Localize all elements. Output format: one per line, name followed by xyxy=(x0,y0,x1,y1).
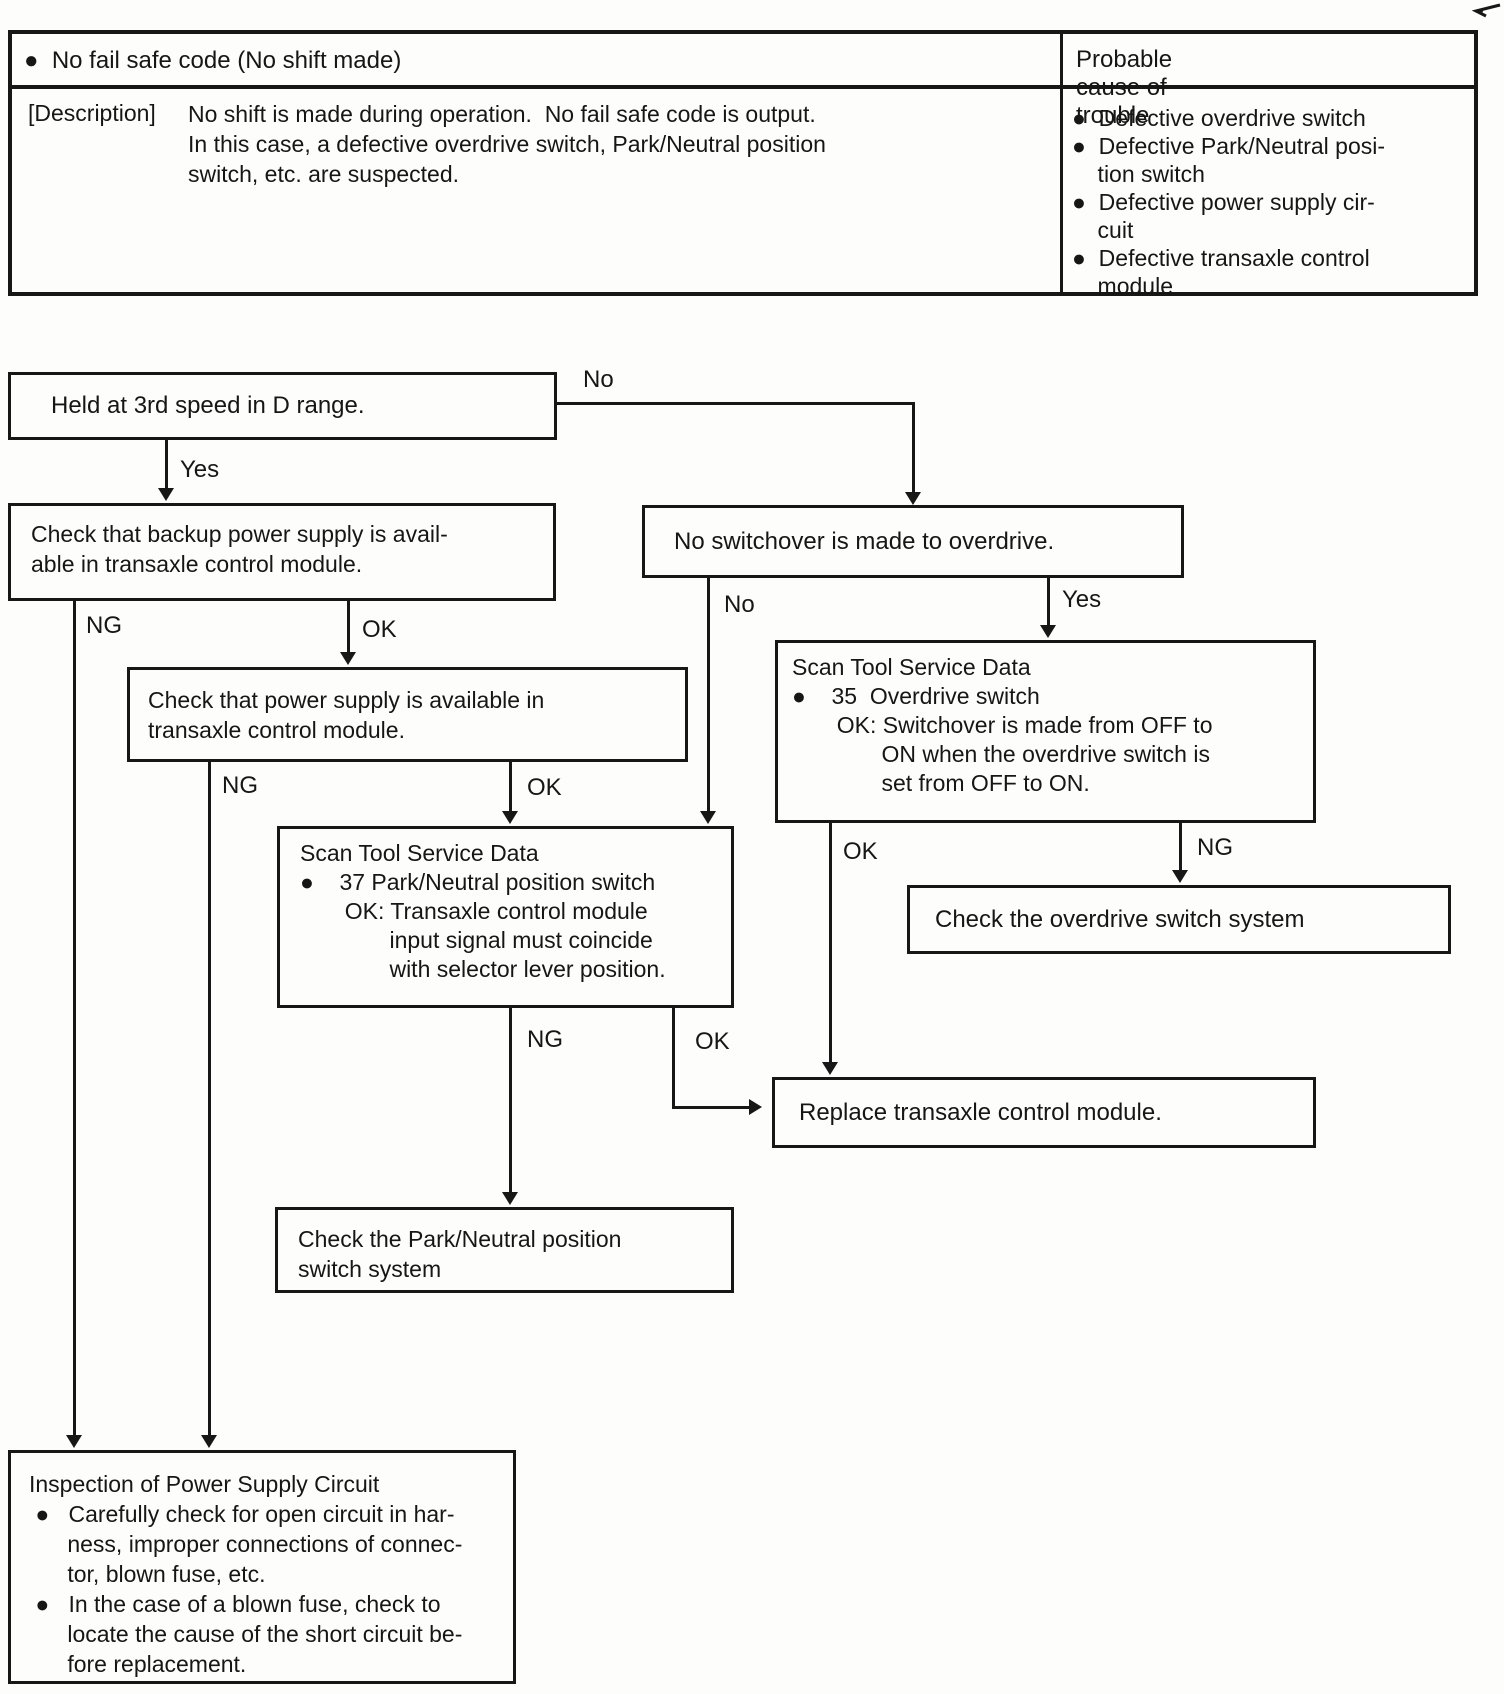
page-corner-mark xyxy=(1470,1,1502,19)
flow-box-inspection-power-supply: Inspection of Power Supply Circuit ● Car… xyxy=(8,1450,516,1684)
flow-box-scan-tool-37-text: Scan Tool Service Data ● 37 Park/Neutral… xyxy=(300,840,666,982)
flow-box-inspection-power-supply-text: Inspection of Power Supply Circuit ● Car… xyxy=(29,1471,463,1677)
arrowhead-held-yes xyxy=(158,488,174,501)
arrowhead-backup-ng xyxy=(66,1435,82,1448)
connector-held-no-v xyxy=(912,402,915,496)
flow-box-scan-tool-35-text: Scan Tool Service Data ● 35 Overdrive sw… xyxy=(792,654,1213,796)
arrowhead-power-ok xyxy=(502,811,518,824)
label-scan35-ng: NG xyxy=(1197,834,1233,861)
label-power-ok: OK xyxy=(527,774,562,801)
fault-title: ● No fail safe code (No shift made) xyxy=(24,47,402,74)
flow-box-backup-power-text: Check that backup power supply is avail-… xyxy=(31,521,448,577)
connector-power-ng xyxy=(208,762,211,1439)
flow-box-replace-module-text: Replace transaxle control module. xyxy=(799,1098,1162,1126)
arrowhead-held-no xyxy=(905,492,921,505)
arrowhead-power-ng xyxy=(201,1435,217,1448)
summary-table-column-divider xyxy=(1060,30,1063,296)
label-held-no: No xyxy=(583,366,614,393)
flow-box-backup-power: Check that backup power supply is avail-… xyxy=(8,503,556,601)
label-noswitch-no: No xyxy=(724,591,755,618)
connector-held-yes xyxy=(165,440,168,490)
flow-box-check-overdrive-switch-text: Check the overdrive switch system xyxy=(935,905,1305,933)
arrowhead-scan37-ng xyxy=(502,1192,518,1205)
label-scan35-ok: OK xyxy=(843,838,878,865)
connector-scan37-ok-v xyxy=(672,1008,675,1109)
flow-box-check-park-neutral-text: Check the Park/Neutral position switch s… xyxy=(298,1226,622,1282)
arrowhead-noswitch-no xyxy=(700,811,716,824)
label-backup-ok: OK xyxy=(362,616,397,643)
connector-held-no-h xyxy=(555,402,915,405)
description-label: [Description] xyxy=(28,100,156,126)
flow-box-power-supply-text: Check that power supply is available in … xyxy=(148,687,545,743)
label-backup-ng: NG xyxy=(86,612,122,639)
label-power-ng: NG xyxy=(222,772,258,799)
flow-box-check-overdrive-switch: Check the overdrive switch system xyxy=(907,885,1451,954)
description-text: No shift is made during operation. No fa… xyxy=(188,101,826,187)
label-held-yes: Yes xyxy=(180,456,220,483)
probable-cause-header: Probable cause of trouble xyxy=(1076,46,1173,129)
arrowhead-noswitch-yes xyxy=(1040,625,1056,638)
flow-box-check-park-neutral: Check the Park/Neutral position switch s… xyxy=(275,1207,734,1293)
connector-noswitch-yes xyxy=(1047,578,1050,630)
flow-box-power-supply: Check that power supply is available in … xyxy=(127,667,688,762)
flow-box-no-switchover: No switchover is made to overdrive. xyxy=(642,505,1184,578)
arrowhead-scan35-ok xyxy=(822,1062,838,1075)
arrowhead-scan37-ok xyxy=(749,1099,762,1115)
flow-box-held-3rd-speed: Held at 3rd speed in D range. xyxy=(8,372,557,440)
flow-box-scan-tool-35: Scan Tool Service Data ● 35 Overdrive sw… xyxy=(775,640,1316,823)
label-scan37-ok: OK xyxy=(695,1028,730,1055)
arrowhead-scan35-ng xyxy=(1172,870,1188,883)
label-scan37-ng: NG xyxy=(527,1026,563,1053)
connector-noswitch-no xyxy=(707,578,710,816)
connector-scan35-ok xyxy=(829,823,832,1067)
probable-cause-list: ● Defective overdrive switch ● Defective… xyxy=(1072,105,1386,299)
summary-table-border xyxy=(8,30,1478,296)
flow-box-held-3rd-speed-text: Held at 3rd speed in D range. xyxy=(51,392,365,419)
connector-backup-ng xyxy=(73,601,76,1439)
connector-scan37-ng xyxy=(509,1008,512,1198)
connector-power-ok xyxy=(509,762,512,816)
flow-box-replace-module: Replace transaxle control module. xyxy=(772,1077,1316,1148)
arrowhead-backup-ok xyxy=(340,652,356,665)
connector-scan35-ng xyxy=(1179,823,1182,875)
flow-box-no-switchover-text: No switchover is made to overdrive. xyxy=(674,527,1055,555)
label-noswitch-yes: Yes xyxy=(1062,586,1102,613)
connector-scan37-ok-h xyxy=(672,1106,757,1109)
flow-box-scan-tool-37: Scan Tool Service Data ● 37 Park/Neutral… xyxy=(277,826,734,1008)
summary-table-header-divider xyxy=(8,85,1478,89)
connector-backup-ok xyxy=(347,601,350,656)
